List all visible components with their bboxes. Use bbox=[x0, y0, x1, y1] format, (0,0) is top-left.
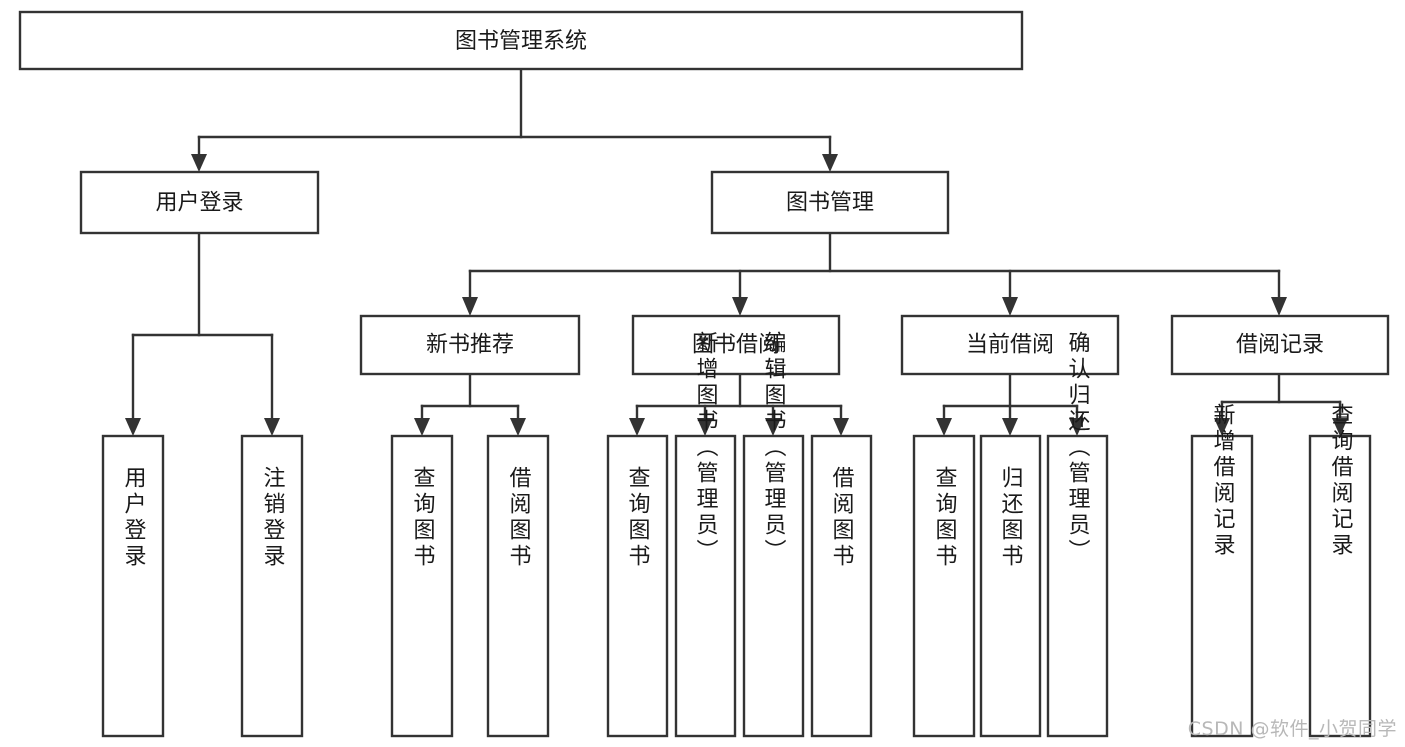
node-user-login[interactable]: 用户登录 bbox=[79, 170, 320, 235]
node-user-login-label: 用户登录 bbox=[155, 191, 243, 216]
leaf-borrow-1-box[interactable] bbox=[606, 434, 669, 738]
leaf-borrow-4-box[interactable] bbox=[810, 434, 873, 738]
leaf-current-1-box[interactable] bbox=[912, 434, 976, 738]
arrow-book-manage bbox=[822, 154, 838, 172]
leaf-new-book-1-box[interactable] bbox=[390, 434, 454, 738]
node-current-borrow-label: 当前借阅 bbox=[966, 333, 1054, 358]
arrow-leaf-current-1 bbox=[936, 418, 952, 436]
arrow-leaf-current-2 bbox=[1002, 418, 1018, 436]
node-book-manage-label: 图书管理 bbox=[786, 191, 874, 216]
leaf-current-2-box[interactable] bbox=[979, 434, 1042, 738]
arrow-leaf-borrow-2 bbox=[697, 418, 713, 436]
node-current-borrow[interactable]: 当前借阅 bbox=[900, 314, 1120, 376]
arrow-book-borrow bbox=[732, 297, 748, 316]
leaf-borrow-4[interactable]: 借阅图书 bbox=[810, 434, 873, 738]
node-book-borrow[interactable]: 图书借阅 bbox=[631, 314, 841, 376]
node-book-borrow-box[interactable] bbox=[631, 314, 841, 376]
node-borrow-record-box[interactable] bbox=[1170, 314, 1390, 376]
arrow-current-borrow bbox=[1002, 297, 1018, 316]
leaf-new-book-1[interactable]: 查询图书 bbox=[390, 434, 454, 738]
leaf-user-login-1-box[interactable] bbox=[101, 434, 165, 738]
arrow-leaf-user-login-2 bbox=[264, 418, 280, 436]
leaf-borrow-3-label: 编辑图书（管理员） bbox=[761, 331, 787, 565]
node-new-book-rec[interactable]: 新书推荐 bbox=[359, 314, 581, 376]
arrow-leaf-record-1 bbox=[1214, 418, 1230, 436]
node-user-login-box[interactable] bbox=[79, 170, 320, 235]
node-root-label: 图书管理系统 bbox=[455, 29, 587, 54]
leaf-new-book-2-box[interactable] bbox=[486, 434, 550, 738]
arrow-leaf-user-login-1 bbox=[125, 418, 141, 436]
leaf-record-1-box[interactable] bbox=[1190, 434, 1254, 738]
node-new-book-rec-box[interactable] bbox=[359, 314, 581, 376]
leaf-borrow-1-label: 查询图书 bbox=[625, 466, 651, 570]
arrow-new-book-rec bbox=[462, 297, 478, 316]
leaf-current-2-label: 归还图书 bbox=[998, 466, 1024, 570]
leaf-record-2-label: 查询借阅记录 bbox=[1328, 403, 1354, 559]
arrow-leaf-borrow-3 bbox=[765, 418, 781, 436]
node-borrow-record[interactable]: 借阅记录 bbox=[1170, 314, 1390, 376]
leaf-new-book-1-label: 查询图书 bbox=[410, 466, 436, 570]
leaf-current-3-box[interactable] bbox=[1046, 434, 1109, 738]
arrow-leaf-new-book-1 bbox=[414, 418, 430, 436]
leaf-record-1[interactable]: 新增借阅记录 bbox=[1190, 403, 1254, 738]
node-book-borrow-label: 图书借阅 bbox=[692, 333, 780, 358]
leaf-user-login-2-box[interactable] bbox=[240, 434, 304, 738]
arrow-borrow-record bbox=[1271, 297, 1287, 316]
node-book-manage-box[interactable] bbox=[710, 170, 950, 235]
leaf-borrow-2[interactable]: 新增图书（管理员） bbox=[674, 331, 737, 738]
leaf-user-login-2[interactable]: 注销登录 bbox=[240, 434, 304, 738]
leaf-new-book-2-label: 借阅图书 bbox=[506, 466, 532, 570]
node-borrow-record-label: 借阅记录 bbox=[1236, 333, 1324, 358]
arrow-leaf-record-2 bbox=[1332, 418, 1348, 436]
arrow-leaf-borrow-1 bbox=[629, 418, 645, 436]
leaf-current-1-label: 查询图书 bbox=[932, 466, 958, 570]
node-root-box[interactable] bbox=[18, 10, 1024, 71]
arrow-leaf-borrow-4 bbox=[833, 418, 849, 436]
connectors bbox=[125, 67, 1348, 436]
arrow-leaf-current-3 bbox=[1069, 418, 1085, 436]
leaf-borrow-1[interactable]: 查询图书 bbox=[606, 434, 669, 738]
leaf-current-3[interactable]: 确认归还（管理员） bbox=[1046, 331, 1109, 738]
leaf-record-2-box[interactable] bbox=[1308, 434, 1372, 738]
node-new-book-rec-label: 新书推荐 bbox=[426, 333, 514, 358]
leaf-record-1-label: 新增借阅记录 bbox=[1210, 403, 1236, 559]
arrow-leaf-new-book-2 bbox=[510, 418, 526, 436]
node-current-borrow-box[interactable] bbox=[900, 314, 1120, 376]
leaf-borrow-2-box[interactable] bbox=[674, 434, 737, 738]
leaf-new-book-2[interactable]: 借阅图书 bbox=[486, 434, 550, 738]
node-root[interactable]: 图书管理系统 bbox=[18, 10, 1024, 71]
leaf-borrow-3[interactable]: 编辑图书（管理员） bbox=[742, 331, 805, 738]
leaf-user-login-1[interactable]: 用户登录 bbox=[101, 434, 165, 738]
leaf-user-login-1-label: 用户登录 bbox=[121, 466, 147, 570]
leaf-borrow-4-label: 借阅图书 bbox=[829, 466, 855, 570]
leaf-current-3-label: 确认归还（管理员） bbox=[1065, 331, 1091, 565]
leaf-current-2[interactable]: 归还图书 bbox=[979, 434, 1042, 738]
leaf-user-login-2-label: 注销登录 bbox=[260, 466, 286, 570]
arrow-user-login bbox=[191, 154, 207, 172]
leaf-borrow-2-label: 新增图书（管理员） bbox=[693, 331, 719, 565]
leaf-current-1[interactable]: 查询图书 bbox=[912, 434, 976, 738]
leaf-borrow-3-box[interactable] bbox=[742, 434, 805, 738]
node-book-manage[interactable]: 图书管理 bbox=[710, 170, 950, 235]
leaf-record-2[interactable]: 查询借阅记录 bbox=[1308, 403, 1372, 738]
